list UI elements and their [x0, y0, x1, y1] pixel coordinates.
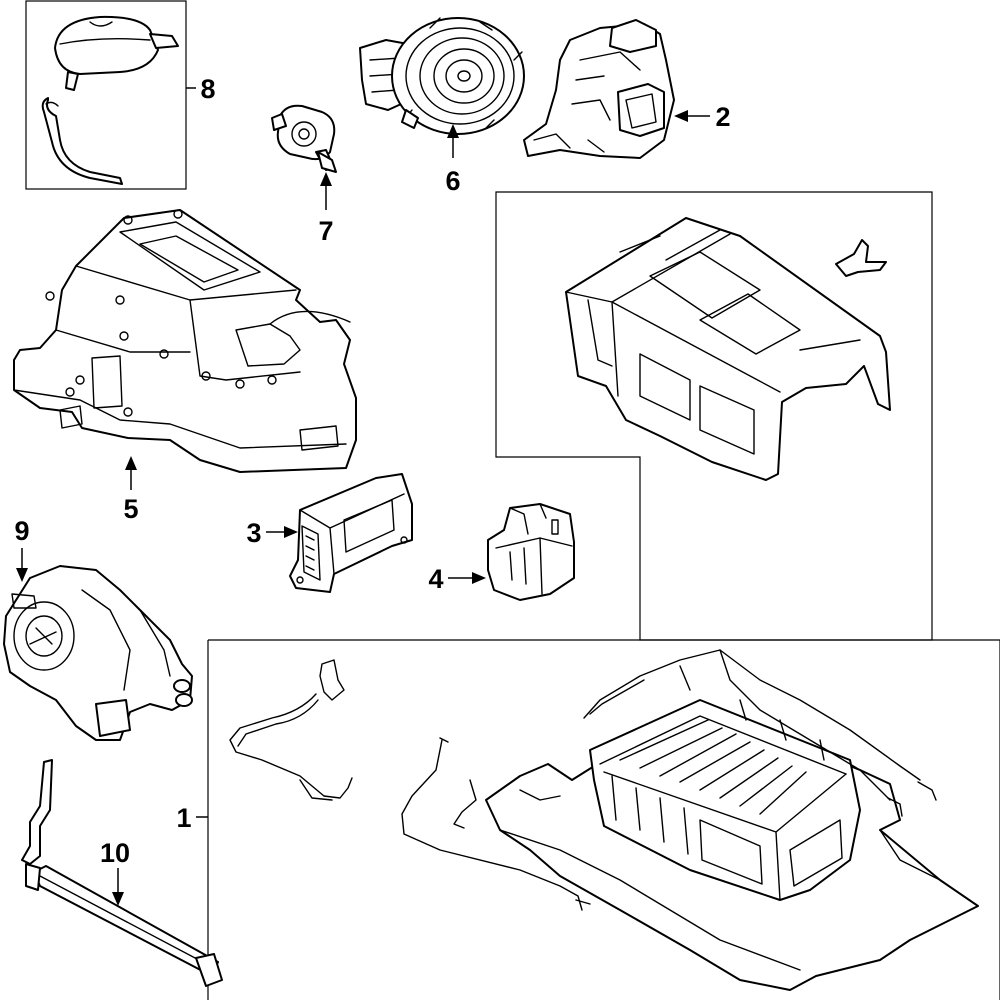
callout-3: 3: [246, 518, 261, 548]
callout-9: 9: [14, 516, 29, 546]
callout-4: 4: [428, 564, 443, 594]
battery-pack-assembly-icon: [229, 649, 979, 991]
callout-5: 5: [123, 494, 138, 524]
callout-6-arrow: [447, 124, 459, 158]
callout-2-arrow: [674, 110, 710, 122]
callout-5-arrow: [125, 456, 137, 490]
reservoir-group-box: [25, 0, 187, 190]
inverter-assembly-icon: [13, 209, 357, 473]
callout-9-arrow: [16, 548, 28, 582]
callout-10-arrow: [112, 868, 124, 906]
cooler-tube-icon: [21, 759, 223, 987]
callout-1: 1: [176, 803, 191, 833]
callout-7-arrow: [320, 172, 332, 210]
callout-2: 2: [715, 102, 730, 132]
battery-cover-icon: [565, 217, 891, 481]
callout-8: 8: [200, 74, 215, 104]
battery-pack-group-box: [207, 639, 1000, 1000]
callout-7: 7: [318, 216, 333, 246]
drive-motor-icon: [3, 565, 193, 741]
electric-motor-housing-icon: [523, 19, 675, 159]
callout-3-arrow: [266, 526, 298, 538]
callout-4-arrow: [448, 572, 486, 584]
coolant-pump-icon: [271, 104, 337, 173]
coolant-reservoir-icon: [41, 15, 179, 185]
control-module-icon: [289, 473, 413, 593]
callout-10: 10: [100, 838, 130, 868]
generator-rotor-icon: [359, 17, 525, 135]
callout-6: 6: [445, 166, 460, 196]
relay-block-icon: [487, 503, 575, 601]
